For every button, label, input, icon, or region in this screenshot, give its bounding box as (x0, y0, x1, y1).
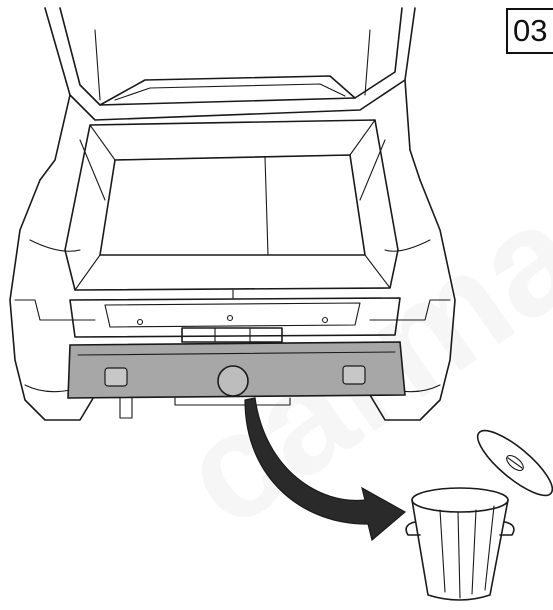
luggage-compartment (64, 119, 399, 299)
rear-bumper-panel (67, 341, 406, 419)
step-number-badge: 03 (506, 8, 553, 54)
curved-arrow-icon (244, 397, 407, 542)
trash-bin-icon (405, 487, 515, 601)
bin-lid-icon (476, 429, 553, 497)
car-body (9, 79, 456, 421)
tailgate (44, 7, 416, 121)
rear-sill (69, 297, 401, 343)
